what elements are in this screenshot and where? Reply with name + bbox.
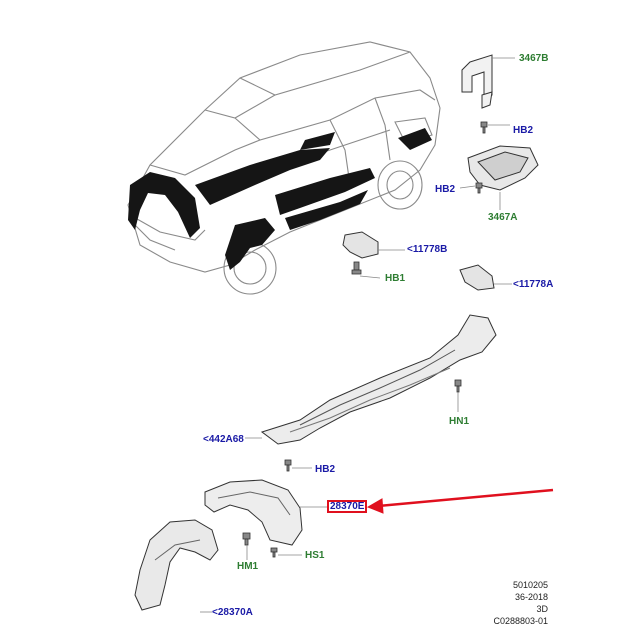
info-line-1: 5010205 — [512, 580, 548, 590]
callout-28370e-highlight[interactable]: 28370E — [327, 500, 367, 513]
callout-hs1[interactable]: HS1 — [305, 550, 325, 561]
info-line-2: 36-2018 — [514, 592, 548, 602]
bracket-11778b — [342, 231, 379, 259]
callout-28370a[interactable]: <28370A — [212, 607, 253, 618]
vehicle-underbody-parts — [128, 128, 432, 270]
callout-11778b[interactable]: <11778B — [407, 244, 448, 255]
callout-28370e[interactable]: 28370E — [330, 501, 365, 512]
fastener-hm1 — [242, 532, 251, 546]
bolt-hb2-left — [475, 182, 483, 194]
callout-hb2-top[interactable]: HB2 — [513, 125, 534, 136]
bolt-hb2-top — [480, 121, 488, 134]
vehicle-illustration — [127, 41, 441, 295]
callout-hn1[interactable]: HN1 — [449, 416, 470, 427]
wheel-arch-liner-28370a — [134, 519, 219, 611]
callout-3467b[interactable]: 3467B — [519, 53, 549, 64]
callout-hb2-mid[interactable]: HB2 — [315, 464, 336, 475]
nut-hn1 — [454, 379, 462, 393]
bracket-11778a — [459, 264, 495, 291]
info-line-3: 3D — [536, 604, 548, 614]
callout-hm1[interactable]: HM1 — [237, 561, 259, 572]
highlight-arrow — [366, 488, 554, 514]
screw-hs1 — [270, 547, 278, 558]
info-line-4: C0288803-01 — [493, 616, 548, 626]
callout-3467a[interactable]: 3467A — [488, 212, 518, 223]
bracket-3467b — [461, 54, 493, 109]
bolt-hb1 — [351, 261, 362, 275]
leader-lines — [200, 57, 515, 613]
callout-11778a[interactable]: <11778A — [513, 279, 554, 290]
underbody-panel-442a68 — [260, 314, 497, 445]
wheel-arch-liner-28370e — [204, 479, 303, 546]
bolt-hb2-mid — [284, 459, 292, 472]
callout-hb1[interactable]: HB1 — [385, 273, 406, 284]
callout-442a68[interactable]: <442A68 — [203, 434, 244, 445]
callout-hb2-left[interactable]: HB2 — [435, 184, 456, 195]
shield-3467a — [467, 145, 539, 191]
